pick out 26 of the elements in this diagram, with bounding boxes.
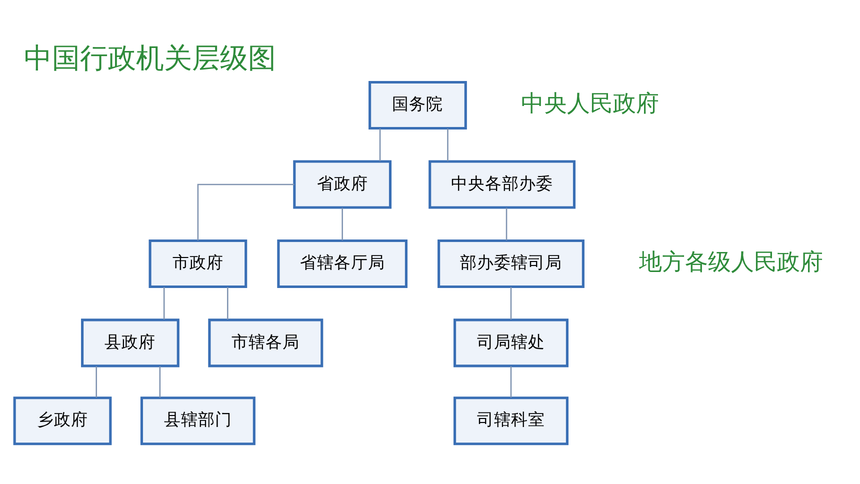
connector <box>95 366 96 398</box>
node-box: 省辖各厅局 <box>276 239 407 288</box>
node-box: 县辖部门 <box>140 396 255 446</box>
connector <box>505 208 507 240</box>
label: 地方各级人民政府 <box>638 249 822 274</box>
connector <box>162 287 164 320</box>
connector <box>446 128 448 162</box>
node-box: 部办委辖司局 <box>437 239 584 288</box>
node-box: 省政府 <box>292 160 392 209</box>
diagram-title: 中国行政机关层级图 <box>24 42 276 75</box>
node-box: 市政府 <box>148 239 247 288</box>
connector <box>196 184 294 240</box>
node-box: 县政府 <box>80 318 179 368</box>
connector <box>158 366 160 398</box>
label: 中央人民政府 <box>520 90 659 116</box>
node-box: 司局辖处 <box>453 318 568 368</box>
connector <box>226 287 228 320</box>
node-box: 司辖科室 <box>453 396 568 446</box>
node-box: 中央各部办委 <box>428 160 576 209</box>
connector <box>510 366 512 398</box>
node-box: 乡政府 <box>12 396 112 446</box>
connector <box>378 128 380 162</box>
connector <box>510 287 512 320</box>
connector <box>341 208 342 240</box>
node-box: 国务院 <box>368 81 466 130</box>
node-box: 市辖各局 <box>208 318 323 368</box>
